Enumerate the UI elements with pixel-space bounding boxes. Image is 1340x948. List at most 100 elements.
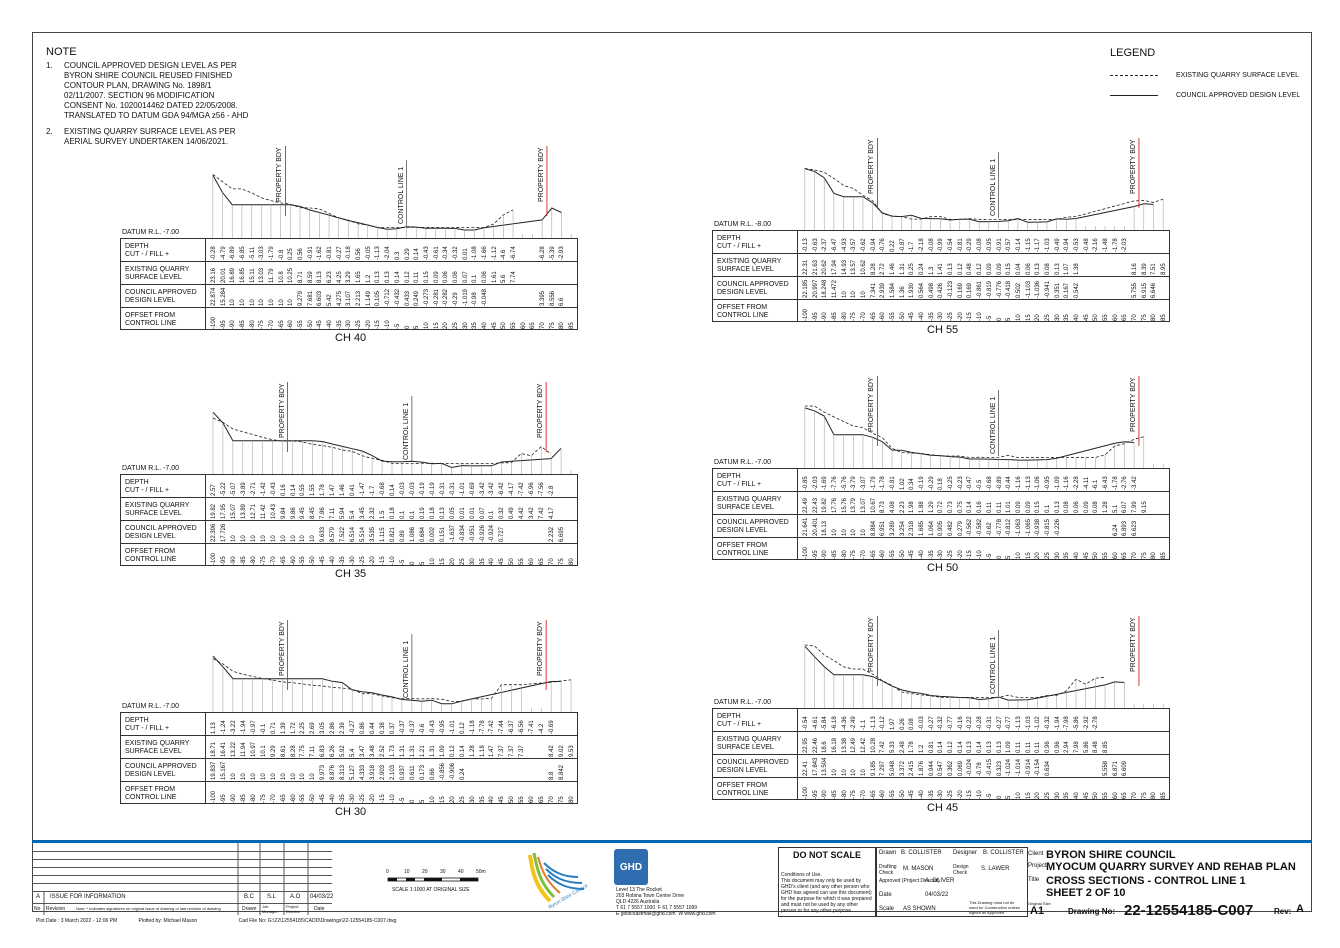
ghd-logo: GHD xyxy=(614,849,648,885)
table-cell: 3.42 xyxy=(529,507,536,519)
note-text: EXISTING QUARRY SURFACE LEVEL AS PER AER… xyxy=(64,127,236,146)
table-cell: 2.903 xyxy=(380,764,387,780)
table-cell: 23.16 xyxy=(210,267,217,283)
table-cell: 80 xyxy=(569,796,576,803)
table-cell: -0.54 xyxy=(802,716,809,730)
table-cell: -6.89 xyxy=(230,246,237,260)
row-label: EXISTING QUARRY SURFACE LEVEL xyxy=(125,502,190,517)
table-cell: 85 xyxy=(1161,792,1168,799)
table-cell: 8.95 xyxy=(1161,263,1168,275)
table-cell: -1.47 xyxy=(360,482,367,496)
table-cell: -1.014 xyxy=(1015,758,1022,776)
table-cell: 9.633 xyxy=(320,526,327,542)
table-cell: 0.07 xyxy=(462,271,469,283)
table-row-depth: DEPTH CUT - / FILL +-0.13-0.63-2.37-6.47… xyxy=(713,231,1169,254)
table-cell: 17.95 xyxy=(220,503,227,519)
table-cell: 60 xyxy=(1112,792,1119,799)
table-cell: -30 xyxy=(938,550,945,559)
row-label: EXISTING QUARRY SURFACE LEVEL xyxy=(717,736,782,751)
table-cell: 3.254 xyxy=(899,520,906,536)
table-cell: -2.49 xyxy=(851,716,858,730)
table-cell: 22.31 xyxy=(802,259,809,275)
row-label: OFFSET FROM CONTROL LINE xyxy=(717,304,769,319)
table-cell: -4.17 xyxy=(509,482,516,496)
table-cell: -60 xyxy=(880,550,887,559)
table-cell: 1.685 xyxy=(919,520,926,536)
table-cell: 8.59 xyxy=(307,271,314,283)
table-cell: -15 xyxy=(380,556,387,565)
table-cell: -1.62 xyxy=(317,246,324,260)
table-cell: 35 xyxy=(1064,792,1071,799)
table-cell: 1.18 xyxy=(479,745,486,757)
table-cell: 10 xyxy=(230,535,237,542)
table-cell: 60 xyxy=(1112,552,1119,559)
table-cell: -0.861 xyxy=(977,280,984,298)
table-cell: -6.56 xyxy=(519,720,526,734)
table-cell: 9.279 xyxy=(298,290,304,306)
table-cell: 10 xyxy=(288,299,295,306)
table-cell: -1.02 xyxy=(1035,716,1042,730)
table-cell: -0.48 xyxy=(1083,238,1090,252)
table-cell: -3.42 xyxy=(489,482,496,496)
table-cell: -85 xyxy=(239,320,246,329)
existing-surface-line xyxy=(804,405,1144,459)
table-cell: 9.29 xyxy=(270,745,277,757)
section-title: CH 45 xyxy=(927,802,959,814)
table-cell: 0.14 xyxy=(957,741,964,753)
table-row-depth: DEPTH CUT - / FILL +-0.54-4.61-5.84-6.18… xyxy=(713,709,1169,732)
existing-surface-line xyxy=(804,644,1106,698)
table-cell: -1.66 xyxy=(482,246,488,260)
table-cell: 7.51 xyxy=(1151,263,1158,275)
table-cell: -50 xyxy=(899,790,906,799)
table-cell: 2.52 xyxy=(380,745,387,757)
control-line-label: CONTROL LINE 1 xyxy=(397,166,405,224)
rev-text: ISSUE FOR INFORMATION xyxy=(50,894,126,900)
table-cell: 40 xyxy=(1074,552,1080,559)
table-cell: 1.115 xyxy=(380,527,387,542)
table-cell: 2.232 xyxy=(549,526,556,542)
table-cell: 10 xyxy=(831,529,838,536)
table-cell: -75 xyxy=(851,312,858,321)
table-cell: 10 xyxy=(250,773,257,780)
table-cell: 10 xyxy=(429,796,436,803)
table-cell: 3.535 xyxy=(370,526,377,542)
table-cell: 35 xyxy=(1064,314,1071,321)
table-cell: 0.22 xyxy=(890,240,896,252)
rev-header: Drawn xyxy=(242,906,257,912)
byron-shire-council-logo: Byron Shire Council xyxy=(528,852,589,910)
table-cell: 5 xyxy=(419,561,426,565)
table-cell: -30 xyxy=(346,320,353,329)
table-cell: 1.21 xyxy=(419,745,426,757)
table-cell: -75 xyxy=(260,556,267,565)
table-cell: -2.03 xyxy=(1122,238,1129,252)
table-cell: 6.915 xyxy=(1141,282,1148,298)
table-cell: 6.26 xyxy=(330,745,337,757)
table-cell: 12.71 xyxy=(250,503,257,519)
table-cell: 0.44 xyxy=(370,722,377,734)
table-cell: -1.15 xyxy=(1025,238,1032,252)
table-cell: 2.103 xyxy=(390,764,396,780)
table-cell: -60 xyxy=(880,790,887,799)
table-cell: -1.01 xyxy=(449,720,456,734)
table-cell: 1.28 xyxy=(469,745,476,757)
row-label: DEPTH CUT - / FILL + xyxy=(717,713,762,728)
table-cell: 1.13 xyxy=(210,722,217,734)
table-cell: 10 xyxy=(249,299,256,306)
table-cell: 10 xyxy=(239,299,246,306)
table-cell: -7.41 xyxy=(529,720,536,734)
table-cell: -10 xyxy=(390,556,396,565)
table-cell: 0.11 xyxy=(414,271,421,283)
table-cell: -1.16 xyxy=(1064,476,1071,490)
table-cell: 1.584 xyxy=(890,282,896,298)
table-cell: -0.819 xyxy=(986,280,993,298)
table-cell: 15 xyxy=(1025,552,1032,559)
table-cell: -0.938 xyxy=(1035,518,1042,536)
table-cell: -0.32 xyxy=(938,716,945,730)
table-cell: -95 xyxy=(812,790,819,799)
note-number: 2. xyxy=(46,127,53,136)
table-cell: -15 xyxy=(375,320,382,329)
